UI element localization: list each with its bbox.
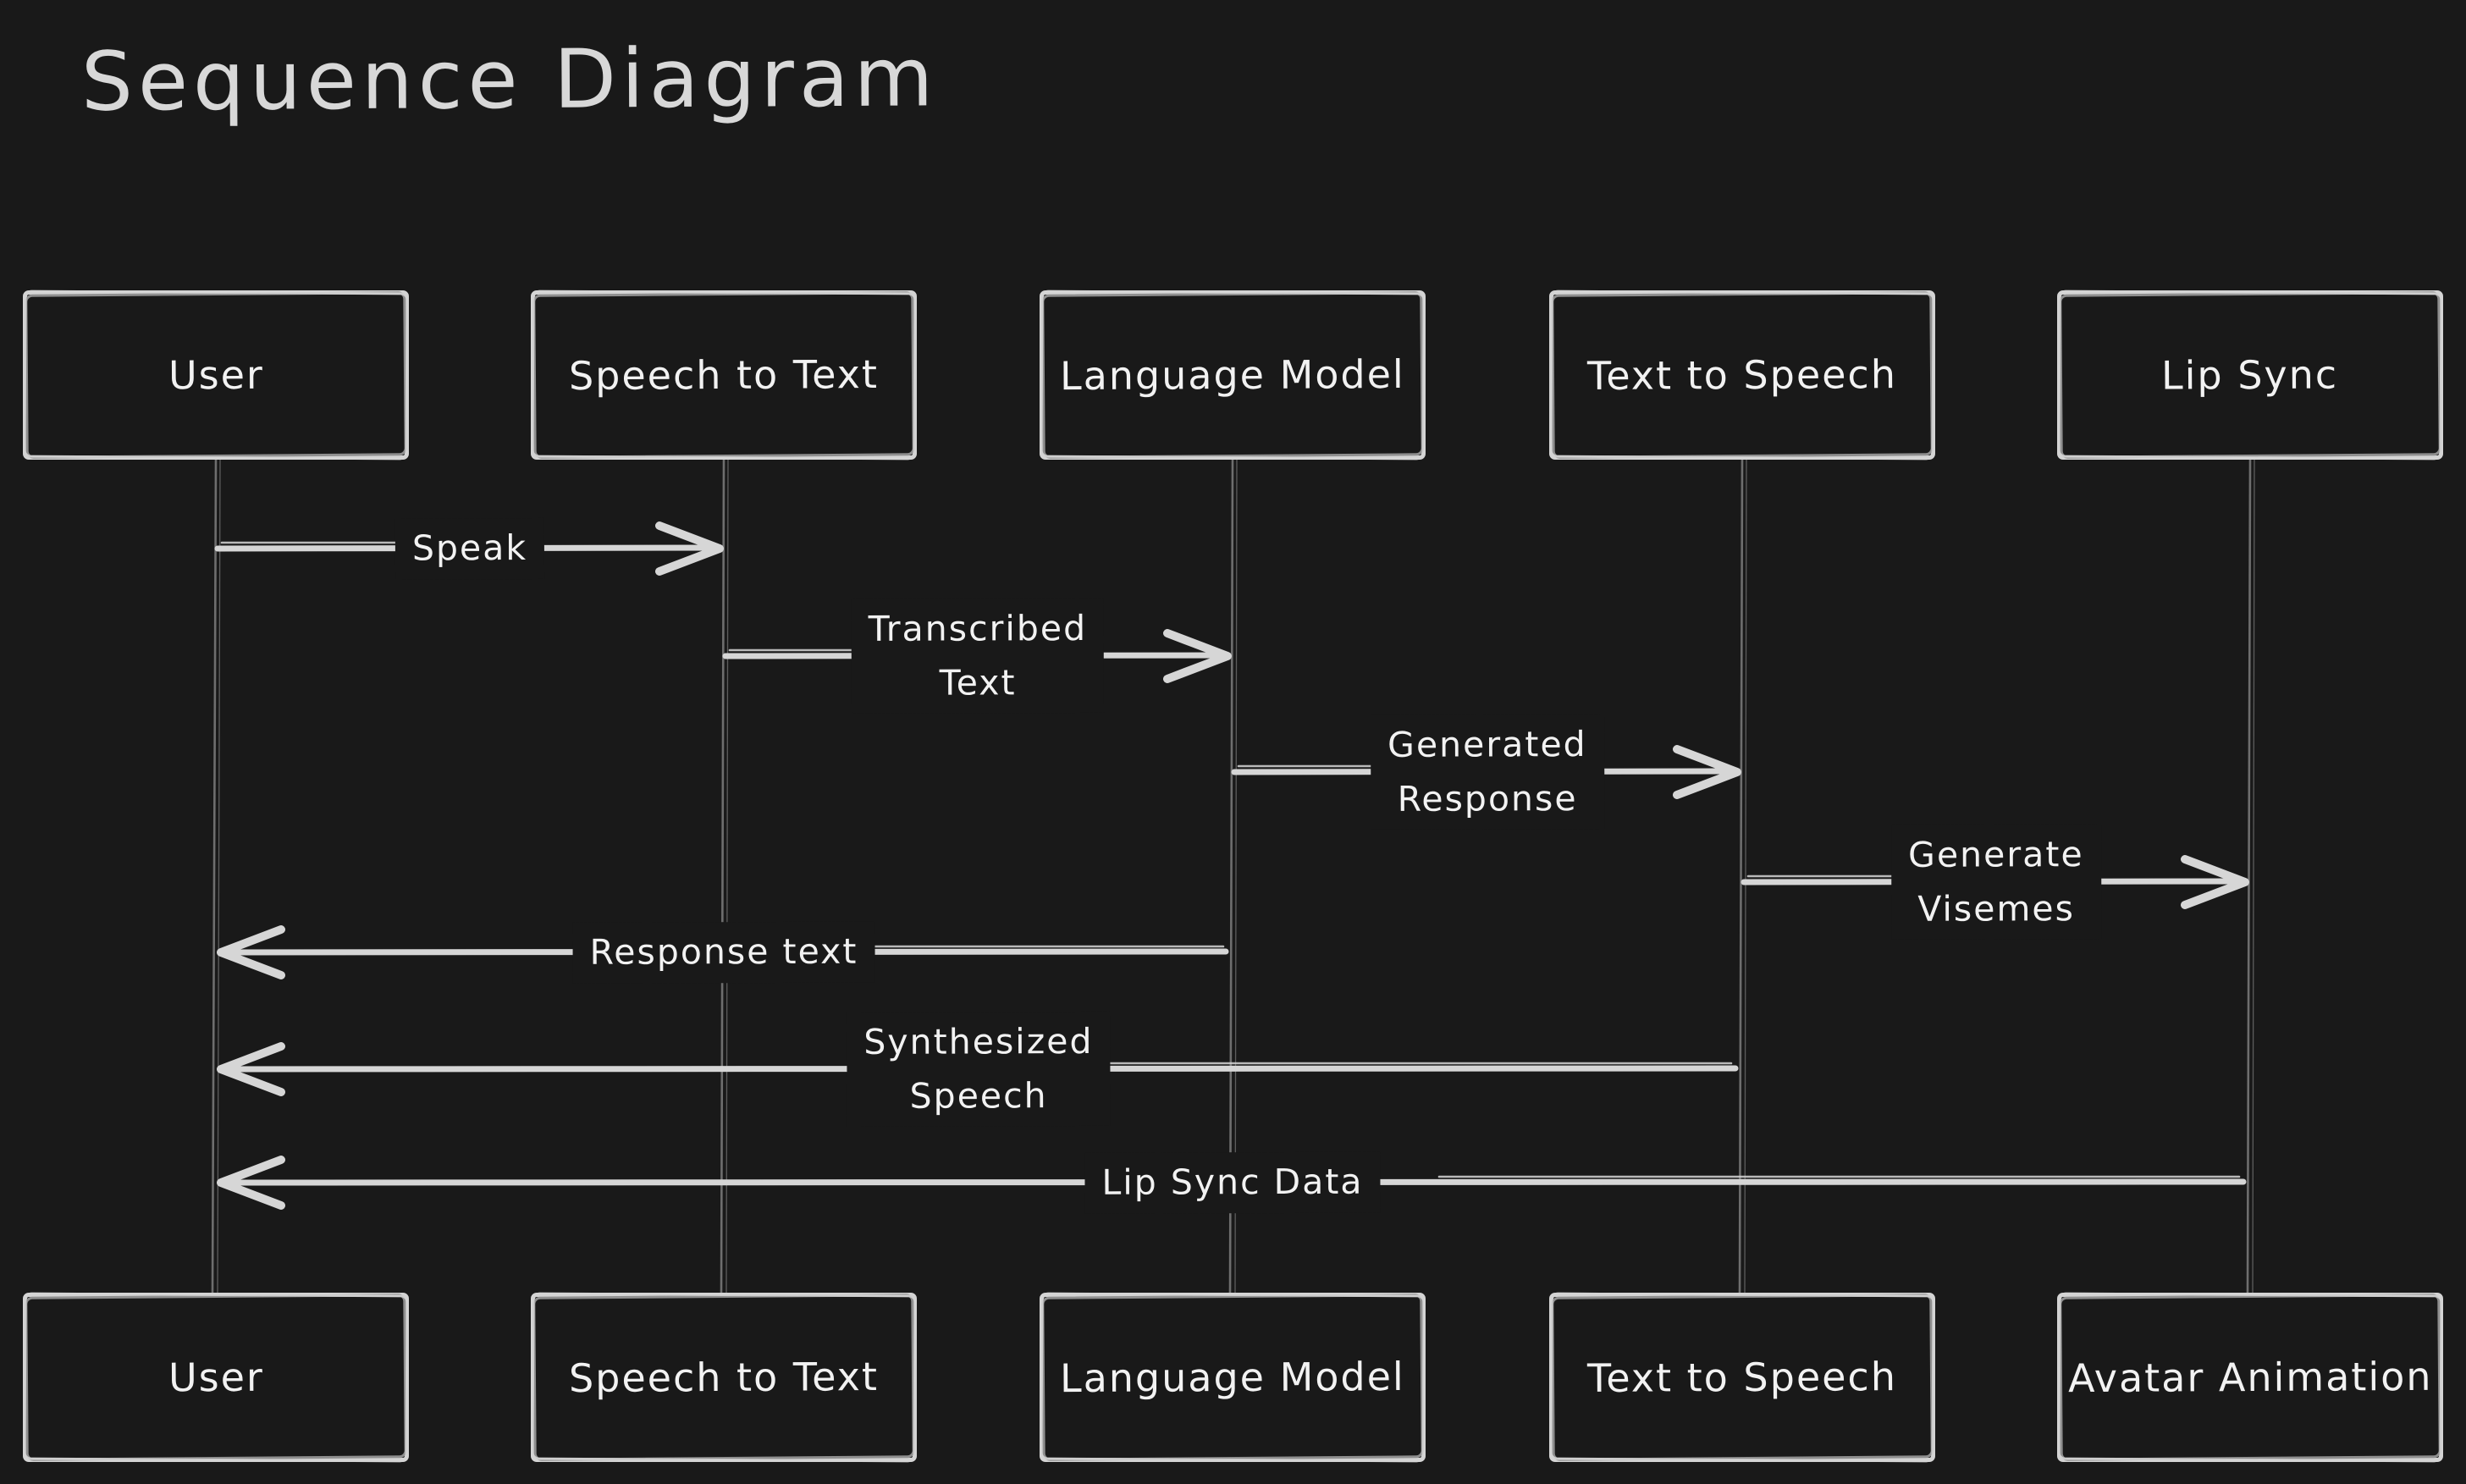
arrowhead-right-icon xyxy=(655,521,724,576)
actor-label-speech-to-text-bottom: Speech to Text xyxy=(568,1354,880,1401)
arrowhead-left-icon xyxy=(217,1042,285,1096)
actor-label-user-bottom: User xyxy=(168,1354,264,1401)
arrowhead-left-icon xyxy=(217,925,285,979)
actor-box-bottom-avatar-animation: Avatar Animation xyxy=(2057,1293,2443,1462)
actor-label-user: User xyxy=(168,351,264,399)
lifeline-speech-to-text xyxy=(720,458,729,1294)
actor-box-top-language-model: Language Model xyxy=(1040,290,1426,460)
message-label-speak: Speak xyxy=(394,517,545,580)
actor-label-text-to-speech-bottom: Text to Speech xyxy=(1586,1354,1898,1401)
arrowhead-right-icon xyxy=(1673,745,1741,799)
message-label-lip-sync-data: Lip Sync Data xyxy=(1084,1151,1381,1214)
actor-label-language-model-bottom: Language Model xyxy=(1059,1353,1406,1402)
actor-label-speech-to-text: Speech to Text xyxy=(568,351,880,399)
actor-box-bottom-text-to-speech: Text to Speech xyxy=(1549,1293,1935,1462)
actor-box-bottom-speech-to-text: Speech to Text xyxy=(531,1293,917,1462)
message-label-transcribed-text: Transcribed Text xyxy=(851,598,1105,714)
actor-label-text-to-speech: Text to Speech xyxy=(1586,351,1898,399)
lifeline-lip-sync xyxy=(2246,458,2255,1294)
actor-box-bottom-user: User xyxy=(23,1293,409,1462)
message-label-synthesized-speech: Synthesized Speech xyxy=(847,1011,1111,1128)
actor-box-top-text-to-speech: Text to Speech xyxy=(1549,290,1935,460)
actor-label-language-model: Language Model xyxy=(1059,350,1406,400)
actor-label-avatar-animation: Avatar Animation xyxy=(2067,1353,2433,1402)
actor-box-bottom-language-model: Language Model xyxy=(1040,1293,1426,1462)
message-label-generate-visemes: Generate Visemes xyxy=(1891,825,2101,940)
lifeline-user xyxy=(211,458,221,1294)
arrowhead-right-icon xyxy=(1163,629,1232,683)
actor-box-top-speech-to-text: Speech to Text xyxy=(531,290,917,460)
arrowhead-right-icon xyxy=(2181,855,2249,909)
actor-box-top-lip-sync: Lip Sync xyxy=(2057,290,2443,460)
message-label-generated-response: Generated Response xyxy=(1371,714,1604,830)
lifeline-text-to-speech xyxy=(1738,458,1747,1294)
actor-label-lip-sync: Lip Sync xyxy=(2161,351,2339,399)
arrowhead-left-icon xyxy=(217,1156,285,1210)
actor-box-top-user: User xyxy=(23,290,409,460)
message-label-response-text: Response text xyxy=(572,921,875,984)
